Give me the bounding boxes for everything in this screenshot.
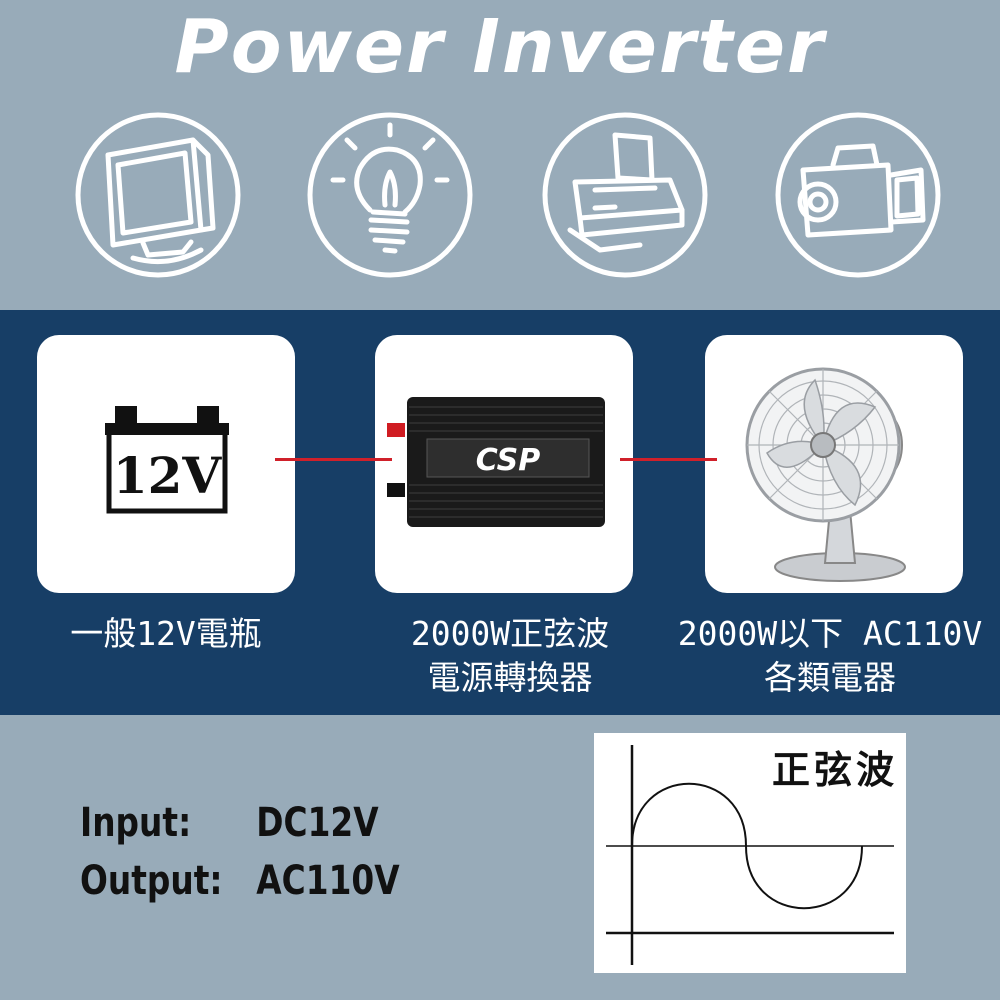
battery-label: 12V xyxy=(113,446,223,505)
monitor-icon xyxy=(73,110,243,280)
output-value: AC110V xyxy=(256,858,400,904)
output-label: Output: xyxy=(80,858,223,904)
printer-icon xyxy=(540,110,710,280)
inverter-brand-logo: CSP xyxy=(476,443,541,478)
light-bulb-icon xyxy=(305,110,475,280)
battery-card: 12V xyxy=(37,335,295,593)
battery-caption: 一般12V電瓶 xyxy=(37,612,295,656)
header-band: Power Inverter xyxy=(0,0,1000,310)
input-label: Input: xyxy=(80,800,192,846)
inverter-card: CSP xyxy=(375,335,633,593)
camcorder-icon xyxy=(773,110,943,280)
inverter-caption-line2: 電源轉換器 xyxy=(427,658,593,697)
input-spec: Input: DC12V xyxy=(80,800,379,846)
sine-wave-label: 正弦波 xyxy=(771,747,898,792)
page-title: Power Inverter xyxy=(174,4,826,90)
desk-fan-image xyxy=(745,367,906,582)
inverter-caption-line1: 2000W正弦波 xyxy=(410,614,610,653)
appliance-caption-line1: 2000W以下 AC110V xyxy=(677,614,983,653)
appliance-caption-line2: 各類電器 xyxy=(764,658,896,697)
sine-wave-panel: 正弦波 xyxy=(594,733,906,973)
battery-caption-text: 一般12V電瓶 xyxy=(70,614,262,653)
battery-icon: 12V xyxy=(105,406,229,514)
appliance-card xyxy=(705,335,963,593)
inverter-caption: 2000W正弦波 電源轉換器 xyxy=(360,612,660,700)
input-value: DC12V xyxy=(256,800,379,846)
appliance-caption: 2000W以下 AC110V 各類電器 xyxy=(665,612,995,700)
connector-inverter-appliance xyxy=(620,458,717,461)
connector-battery-inverter xyxy=(275,458,392,461)
output-spec: Output: AC110V xyxy=(80,858,400,904)
inverter-image: CSP xyxy=(387,397,605,527)
sine-wave-diagram xyxy=(606,745,894,965)
